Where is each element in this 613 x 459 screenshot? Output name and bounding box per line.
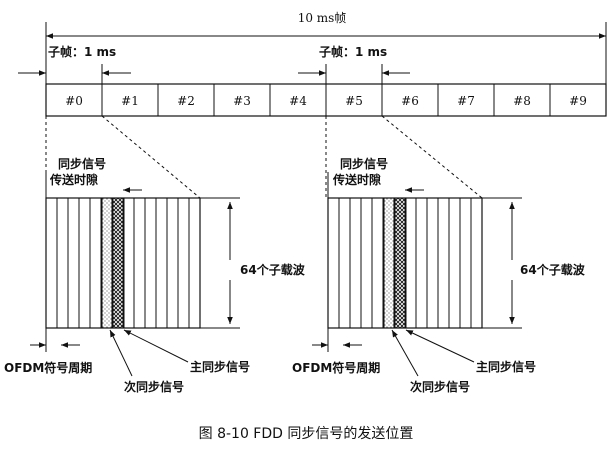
subframe-label: #5 xyxy=(345,94,363,108)
subframe-label: #2 xyxy=(177,94,195,108)
subframe-label: #4 xyxy=(289,94,307,108)
subframe-cell: #4 xyxy=(269,84,307,116)
left-secondary-sync-label: 次同步信号 xyxy=(124,379,184,394)
subframe-label: #7 xyxy=(457,94,475,108)
right-detail: 同步信号 传送时隙 64个子载波 OFDM符号周期 主同步信号 次同步信号 xyxy=(292,156,586,394)
subframe-label-right: 子帧：1 ms xyxy=(319,44,387,59)
right-ofdm-label: OFDM符号周期 xyxy=(292,360,380,375)
subframe-cell: #7 xyxy=(437,84,475,116)
right-secondary-sync-label: 次同步信号 xyxy=(410,379,470,394)
subframe-label: #1 xyxy=(121,94,139,108)
left-primary-sync-column xyxy=(112,197,125,329)
subframe-label: #6 xyxy=(401,94,419,108)
figure-caption: 图 8-10 FDD 同步信号的发送位置 xyxy=(199,426,414,442)
right-sync-label-line2: 传送时隙 xyxy=(332,172,381,187)
subframe-cell: #3 xyxy=(213,84,251,116)
right-primary-sync-column xyxy=(394,197,407,329)
left-sync-label-line1: 同步信号 xyxy=(58,156,106,171)
subframe-dimension-left: 子帧：1 ms xyxy=(18,44,131,84)
subframe-label-left: 子帧：1 ms xyxy=(48,44,116,59)
subframe-label: #9 xyxy=(569,94,587,108)
left-detail: 同步信号 传送时隙 64个子载波 OFDM符号周期 主同步信号 次同步信号 xyxy=(4,156,306,394)
subframe-cell: #1 xyxy=(101,84,139,116)
right-subcarrier-label: 64个子载波 xyxy=(520,262,586,277)
frame-dimension: 10 ms帧 xyxy=(45,11,607,84)
subframe-label: #3 xyxy=(233,94,251,108)
left-subcarrier-label: 64个子载波 xyxy=(240,262,306,277)
right-secondary-sync-column xyxy=(383,197,396,329)
subframe-cell: #9 xyxy=(549,84,587,116)
subframe-cell: #0 xyxy=(65,94,83,108)
subframe-cell: #2 xyxy=(157,84,195,116)
subframe-cell: #6 xyxy=(381,84,419,116)
right-primary-sync-label: 主同步信号 xyxy=(476,359,536,374)
left-primary-sync-label: 主同步信号 xyxy=(190,359,250,374)
left-sync-label-line2: 传送时隙 xyxy=(49,172,98,187)
projection-lines xyxy=(45,115,483,199)
subframe-dimension-right: 子帧：1 ms xyxy=(298,44,410,84)
subframe-cell: #5 xyxy=(325,84,363,116)
right-sync-label-line1: 同步信号 xyxy=(340,156,388,171)
subframe-row: #0 #1 #2 #3 #4 #5 #6 #7 #8 #9 xyxy=(45,83,607,117)
left-secondary-sync-column xyxy=(101,197,114,329)
left-ofdm-label: OFDM符号周期 xyxy=(4,360,92,375)
subframe-label: #0 xyxy=(65,94,83,108)
subframe-label: #8 xyxy=(513,94,531,108)
subframe-cell: #8 xyxy=(493,84,531,116)
frame-label: 10 ms帧 xyxy=(298,11,347,25)
